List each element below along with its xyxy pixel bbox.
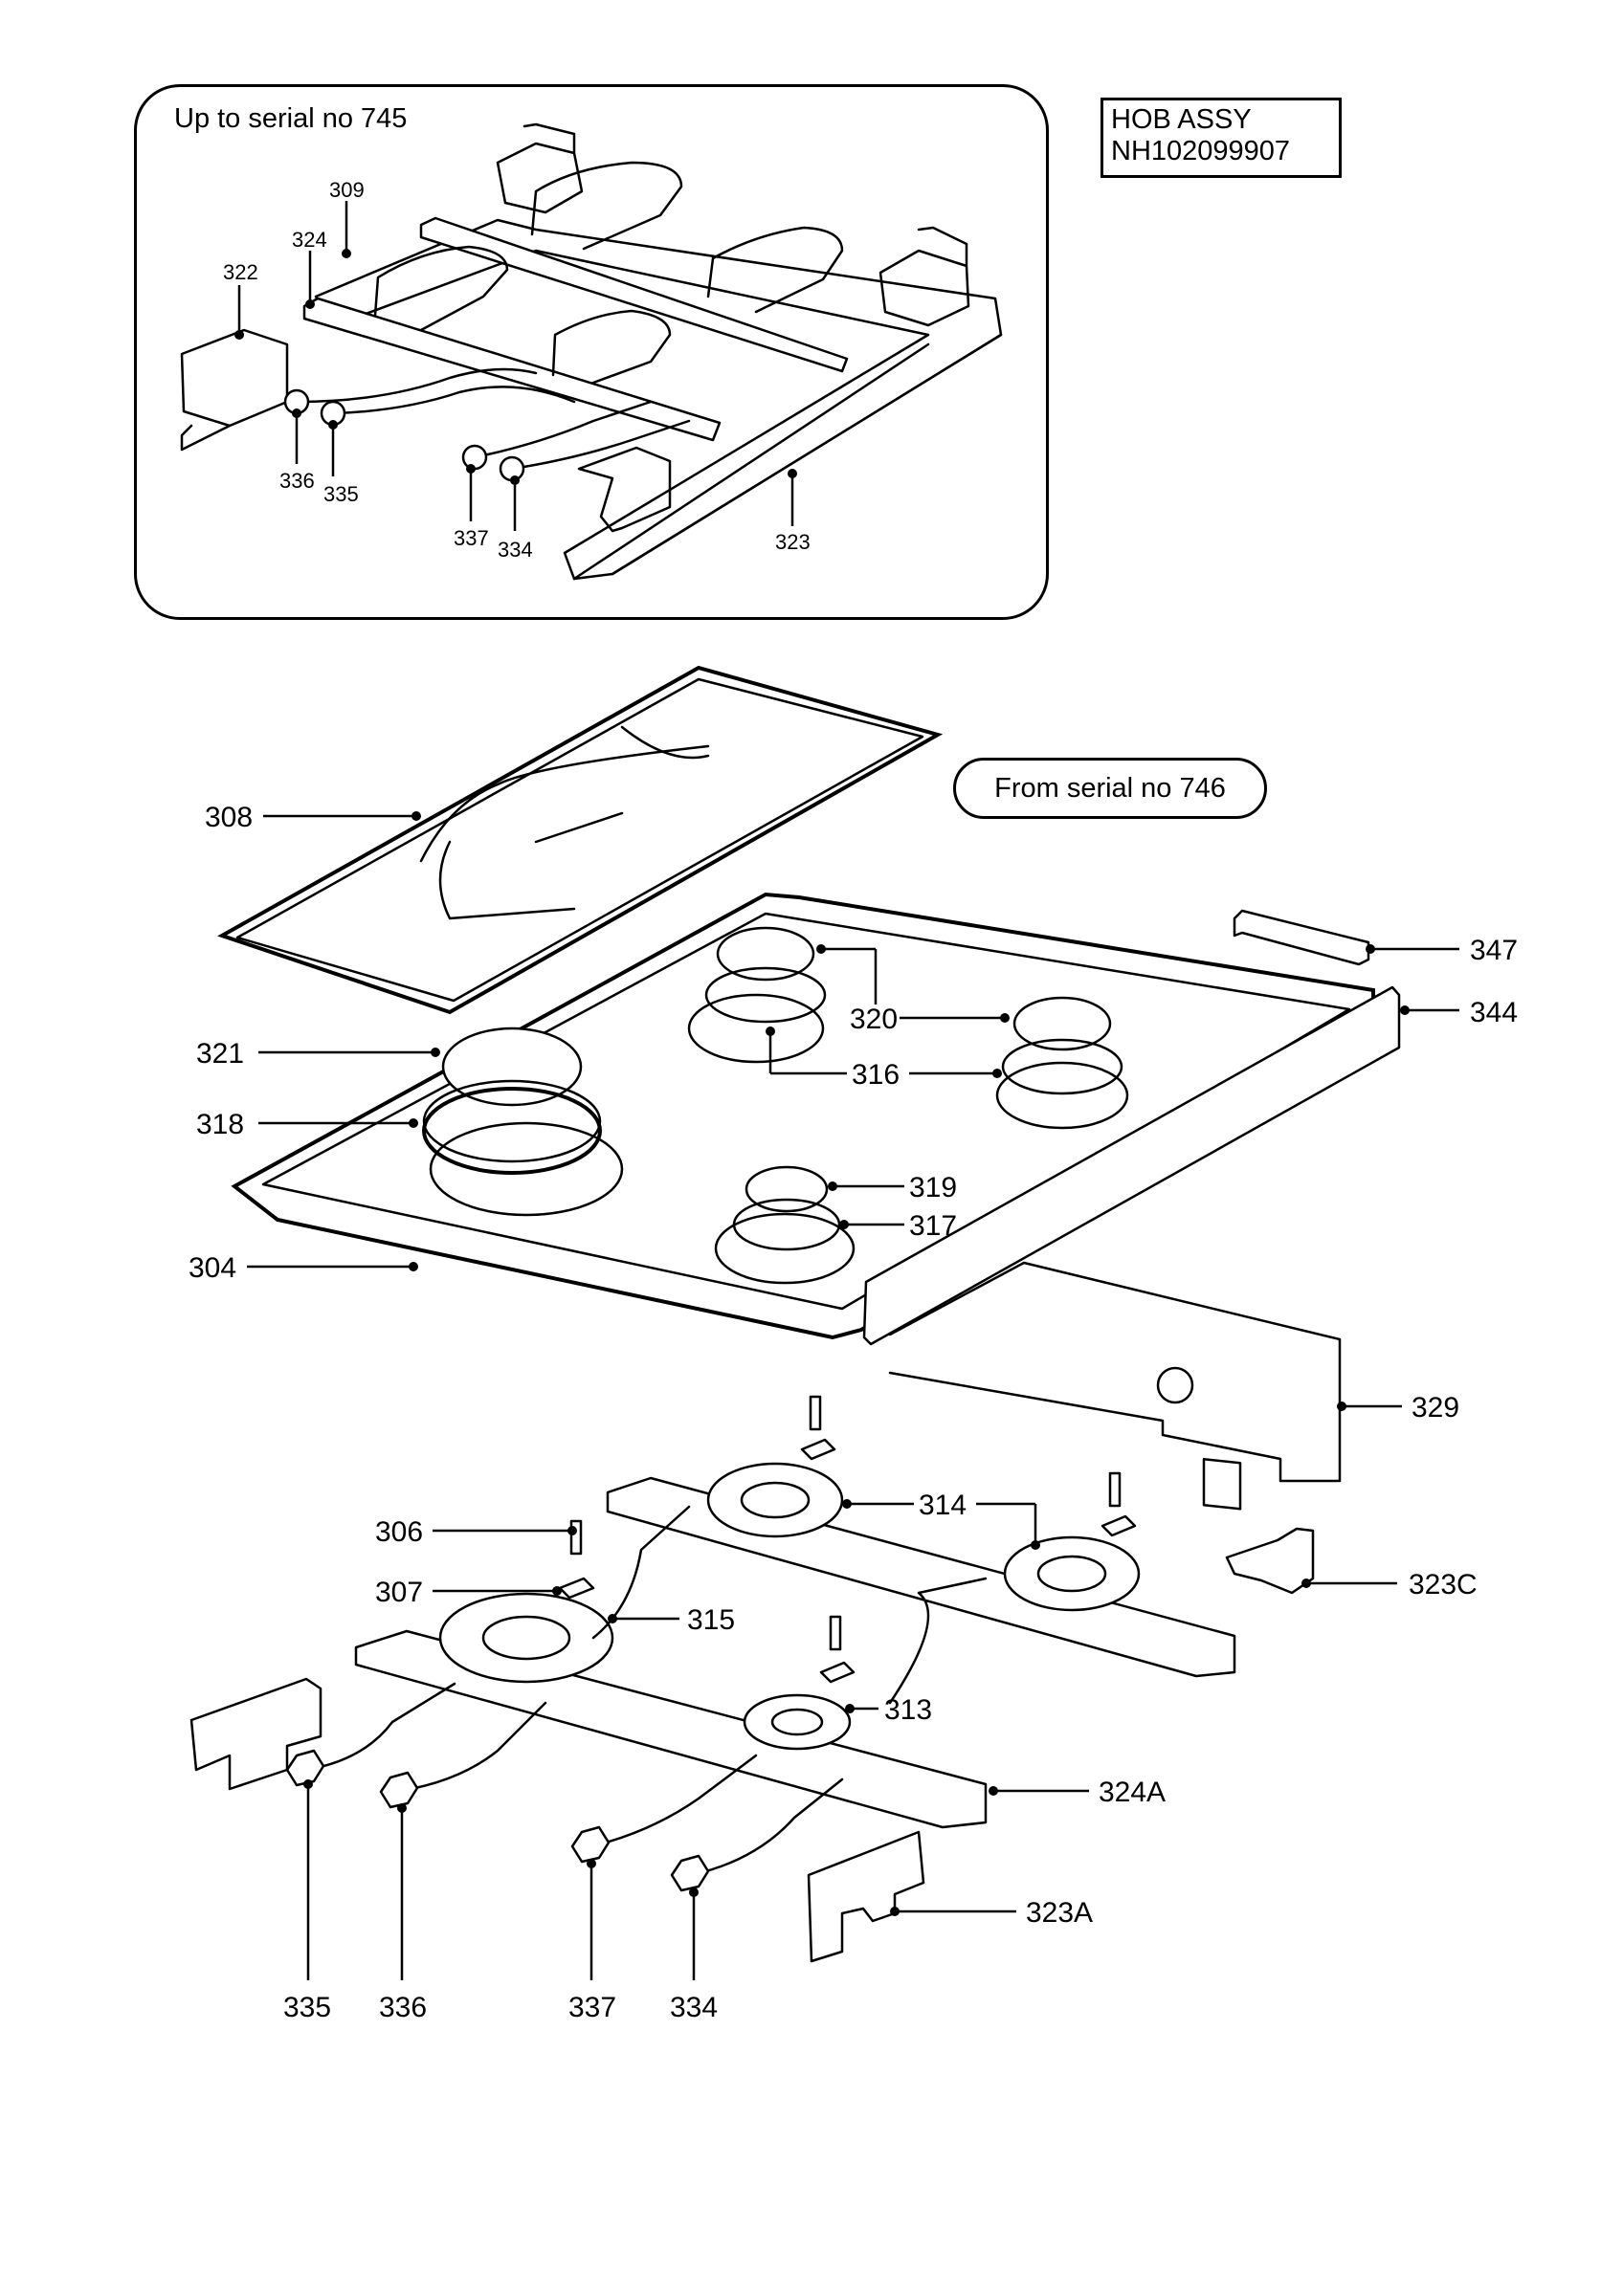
inset-frame (134, 84, 1049, 620)
bracket-323A (807, 1830, 925, 1963)
title-line-2: NH102099907 (1111, 136, 1291, 166)
inset-callout-323: 323 (775, 530, 811, 554)
callout-313: 313 (884, 1694, 932, 1726)
inset-callout-337: 337 (454, 526, 489, 550)
burner-315 (438, 1592, 614, 1684)
electrode-306 (569, 1519, 583, 1556)
inset-nut-337 (461, 444, 488, 471)
back-panel-329 (888, 1261, 1342, 1483)
rail-324A (354, 1629, 988, 1829)
main-leaders (247, 811, 1459, 1980)
nut-335 (285, 1749, 325, 1787)
inset-rear-bracket (496, 122, 584, 214)
pan-support (217, 665, 944, 1015)
head-316a (704, 966, 827, 1024)
electrodes (558, 1395, 1137, 1684)
callout-334: 334 (670, 1992, 718, 2023)
burner-314b (1003, 1535, 1141, 1612)
inset-rear-rail (419, 216, 849, 373)
callout-321: 321 (196, 1038, 244, 1070)
inset-callout-324: 324 (292, 228, 327, 252)
nut-337 (570, 1825, 611, 1864)
cap-320a (716, 926, 815, 982)
inset-callout-309: 309 (329, 178, 365, 202)
inset-pipe-1 (530, 161, 683, 251)
inset-pipe-2 (706, 226, 844, 314)
inset-pipe-3 (373, 245, 509, 332)
inset-callout-334: 334 (498, 538, 533, 562)
inset-pipe-5 (295, 367, 538, 404)
inset-pipe-7 (473, 400, 653, 459)
inset-callout-labels: 309 324 322 336 335 337 334 323 (223, 178, 811, 562)
pan-support-inner (235, 677, 924, 1003)
bracket-323C (1225, 1527, 1315, 1595)
callout-329: 329 (1412, 1392, 1459, 1424)
main-callout-labels: 308 347 344 320 321 316 318 319 317 304 … (189, 802, 1518, 2023)
callout-315: 315 (687, 1604, 735, 1636)
cap-320b (1012, 996, 1112, 1051)
callout-344: 344 (1470, 997, 1518, 1028)
callout-316: 316 (852, 1059, 900, 1091)
callout-323A: 323A (1026, 1897, 1093, 1929)
nuts (285, 1749, 710, 1892)
nut-336 (379, 1771, 419, 1809)
inset-callout-322: 322 (223, 260, 258, 284)
inset-assembly (180, 122, 1003, 581)
nut-334 (670, 1854, 710, 1892)
inset-callout-335: 335 (323, 482, 359, 506)
callout-304: 304 (189, 1252, 236, 1284)
inset-pipe-8 (510, 419, 691, 471)
callout-337: 337 (568, 1992, 616, 2023)
inset-front-bracket (577, 446, 672, 533)
callout-336: 336 (379, 1992, 427, 2023)
callout-335: 335 (283, 1992, 331, 2023)
callout-324A: 324A (1099, 1777, 1166, 1808)
title-box: HOB ASSY NH102099907 (1101, 98, 1342, 178)
hob-top-inner (261, 912, 1351, 1311)
bracket-left (189, 1677, 322, 1791)
inset-left-bracket (180, 328, 289, 452)
callout-307: 307 (375, 1577, 423, 1608)
inset-leaders (234, 201, 797, 531)
head-316b (1001, 1038, 1123, 1095)
burners-bottom (438, 1462, 1141, 1751)
inset-callout-336: 336 (279, 469, 315, 493)
cap-319 (745, 1165, 829, 1213)
callout-318: 318 (196, 1109, 244, 1140)
title-line-1: HOB ASSY (1111, 104, 1252, 135)
inset-pipe-4 (551, 309, 672, 385)
callout-320: 320 (850, 1004, 898, 1035)
clip-307 (558, 1577, 595, 1600)
head-318 (422, 1079, 602, 1163)
inset-label: Up to serial no 745 (174, 103, 408, 134)
burner-313 (743, 1693, 852, 1751)
serial-pill: From serial no 746 (953, 758, 1267, 819)
callout-314: 314 (919, 1490, 967, 1521)
burner-314a (706, 1462, 844, 1538)
inset-right-bracket (878, 226, 970, 327)
hob-top-rim (276, 1218, 863, 1339)
callout-319: 319 (909, 1172, 957, 1203)
inset-frame-edge (572, 333, 1003, 581)
callout-317: 317 (909, 1210, 957, 1242)
bracket-347 (1233, 909, 1370, 966)
cap-321 (441, 1027, 583, 1107)
side-trim-344 (862, 985, 1401, 1346)
pan-support-outer (217, 665, 944, 1015)
callout-306: 306 (375, 1516, 423, 1548)
burners-top (422, 926, 1123, 1251)
pan-support-fingers (419, 725, 710, 920)
callout-323C: 323C (1409, 1569, 1478, 1601)
callout-347: 347 (1470, 935, 1518, 966)
inset-pipe-6 (331, 386, 576, 415)
callout-308: 308 (205, 802, 253, 833)
